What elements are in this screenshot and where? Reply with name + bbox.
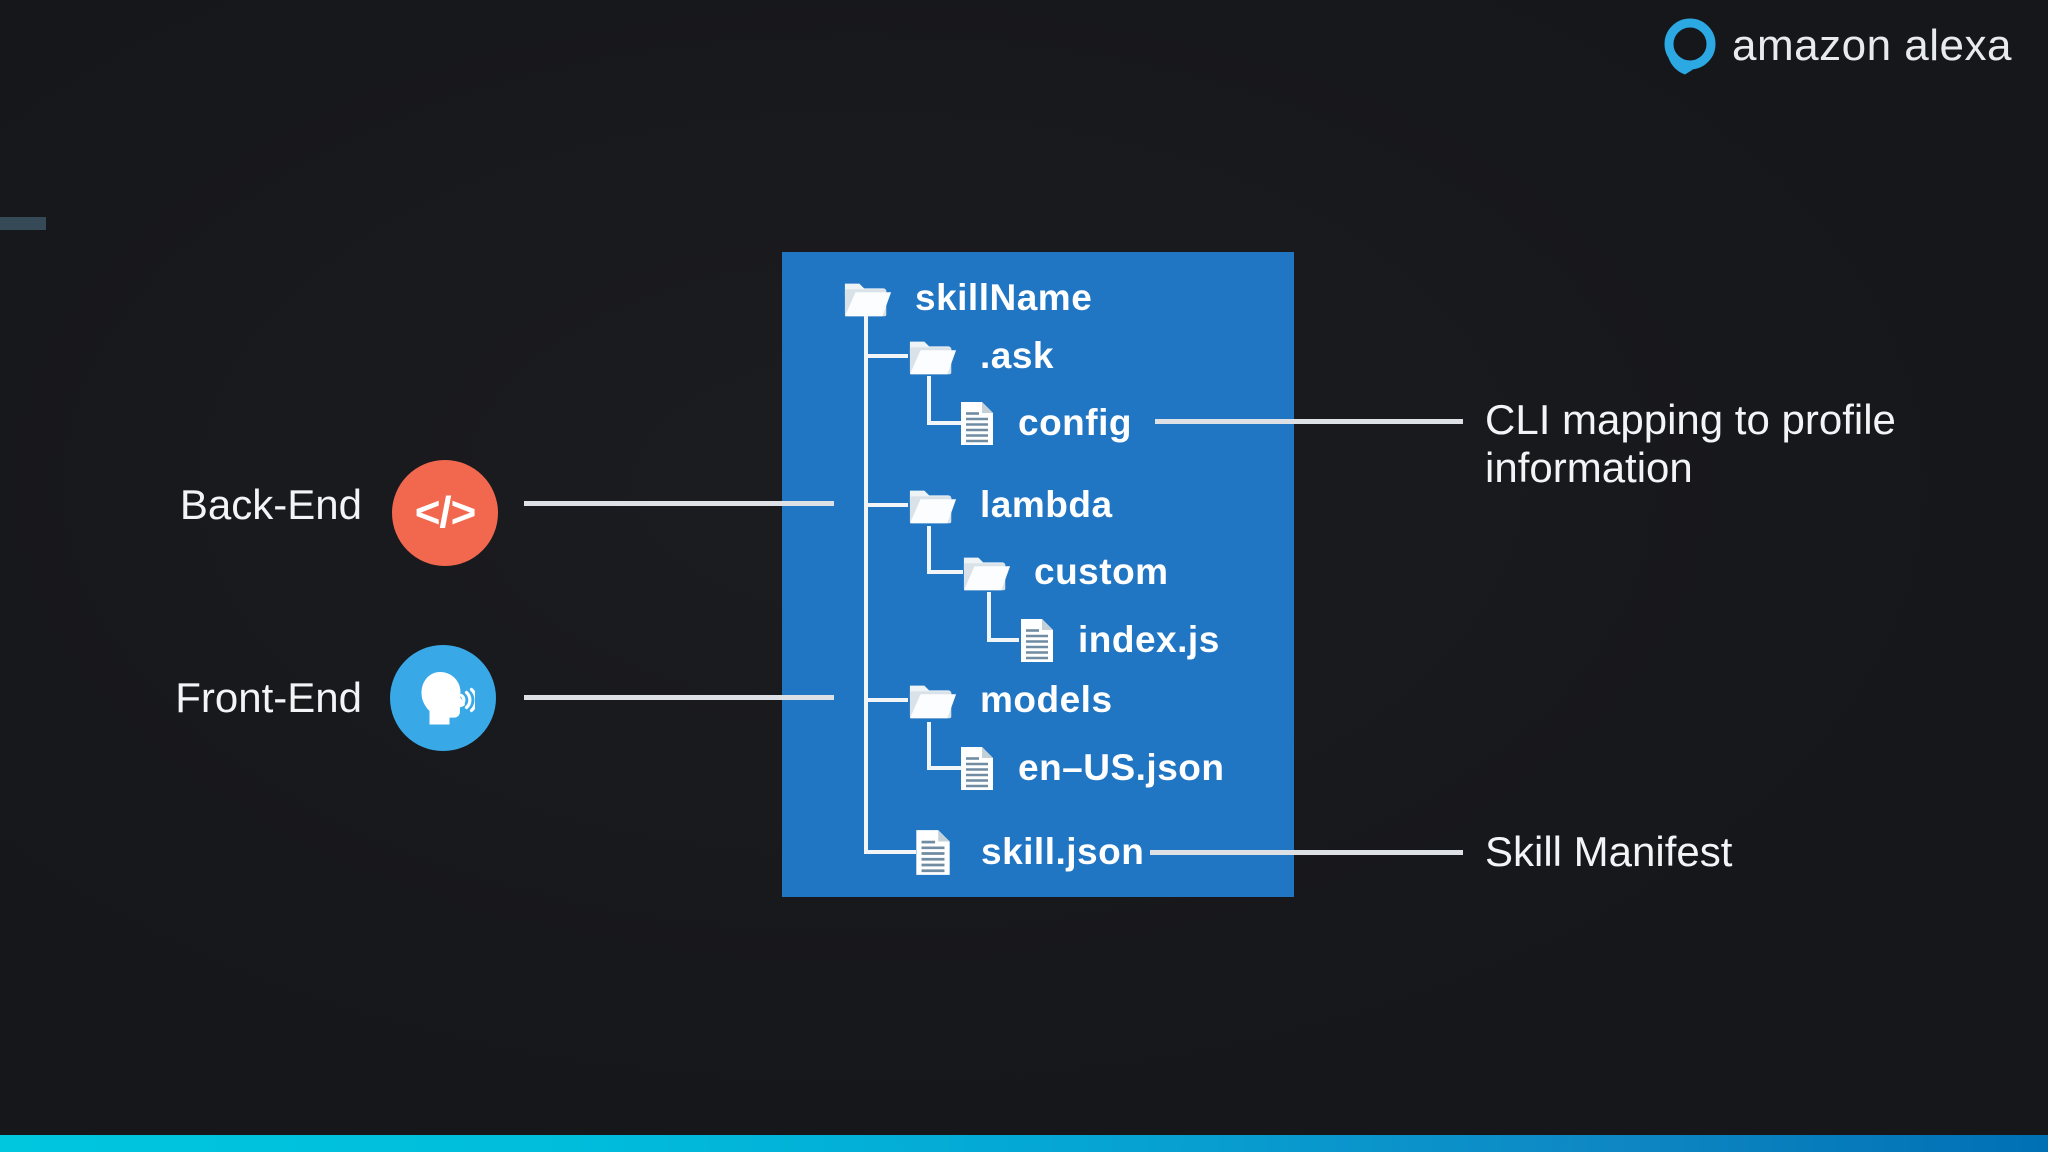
config-note-line1: CLI mapping to profile <box>1485 396 1896 443</box>
tree-item-models: models <box>908 674 1113 726</box>
tree-subspine-lambda <box>927 526 931 574</box>
tree-item-label: config <box>1018 402 1132 443</box>
slide-artifact <box>0 217 46 230</box>
tree-item-label: custom <box>1034 551 1169 592</box>
file-icon <box>961 401 993 445</box>
tree-item-label: models <box>980 679 1113 720</box>
frontend-label: Front-End <box>175 674 362 721</box>
alexa-ring-icon <box>1664 18 1716 75</box>
tree-branch-ask <box>864 354 908 358</box>
backend-label: Back-End <box>179 481 362 528</box>
backend-connector-line <box>524 501 834 506</box>
folder-icon <box>909 341 957 375</box>
tree-branch-lambda <box>864 503 908 507</box>
tree-item-label: lambda <box>980 484 1113 525</box>
tree-branch-models <box>864 698 908 702</box>
config-note-line2: information <box>1485 444 1693 491</box>
frontend-badge <box>390 645 496 751</box>
tree-item-skillname: skillName <box>843 272 1092 324</box>
tree-subspine-ask <box>927 376 931 425</box>
tree-item-indexjs: index.js <box>1018 614 1220 666</box>
tree-item-custom: custom <box>962 546 1169 598</box>
config-note: CLI mapping to profile information <box>1485 396 1896 492</box>
tree-item-skilljson: skill.json <box>913 826 1144 878</box>
code-icon: </> <box>414 488 477 537</box>
tree-branch-custom <box>927 570 963 574</box>
tree-item-config: config <box>958 397 1132 449</box>
file-icon <box>961 746 993 790</box>
folder-icon <box>963 557 1011 591</box>
config-connector-line <box>1155 419 1463 424</box>
amazon-alexa-logo: amazon alexa <box>1662 16 2012 76</box>
tree-branch-enus <box>927 766 961 770</box>
tree-item-ask: .ask <box>908 330 1054 382</box>
folder-icon <box>844 283 892 317</box>
tree-spine-line <box>864 316 868 854</box>
backend-badge: </> <box>392 460 498 566</box>
tree-subspine-custom <box>987 592 991 642</box>
tree-branch-skilljson <box>864 850 916 854</box>
folder-icon <box>909 490 957 524</box>
tree-item-lambda: lambda <box>908 479 1113 531</box>
bottom-accent-bar <box>0 1135 2048 1152</box>
frontend-connector-line <box>524 695 834 700</box>
tree-item-label: skill.json <box>981 831 1145 872</box>
tree-item-label: skillName <box>915 277 1093 318</box>
tree-subspine-models <box>927 722 931 770</box>
tree-item-enusjson: en–US.json <box>958 742 1225 794</box>
manifest-connector-line <box>1150 850 1463 855</box>
folder-icon <box>909 685 957 719</box>
tree-item-label: en–US.json <box>1018 747 1225 788</box>
tree-item-label: .ask <box>980 335 1055 376</box>
logo-text: amazon alexa <box>1732 21 2012 70</box>
file-icon <box>1021 618 1053 662</box>
file-icon <box>916 829 950 875</box>
speech-head-icon <box>421 672 475 725</box>
tree-branch-config <box>927 421 961 425</box>
manifest-note: Skill Manifest <box>1485 828 1733 875</box>
tree-item-label: index.js <box>1078 619 1220 660</box>
tree-branch-indexjs <box>987 638 1019 642</box>
